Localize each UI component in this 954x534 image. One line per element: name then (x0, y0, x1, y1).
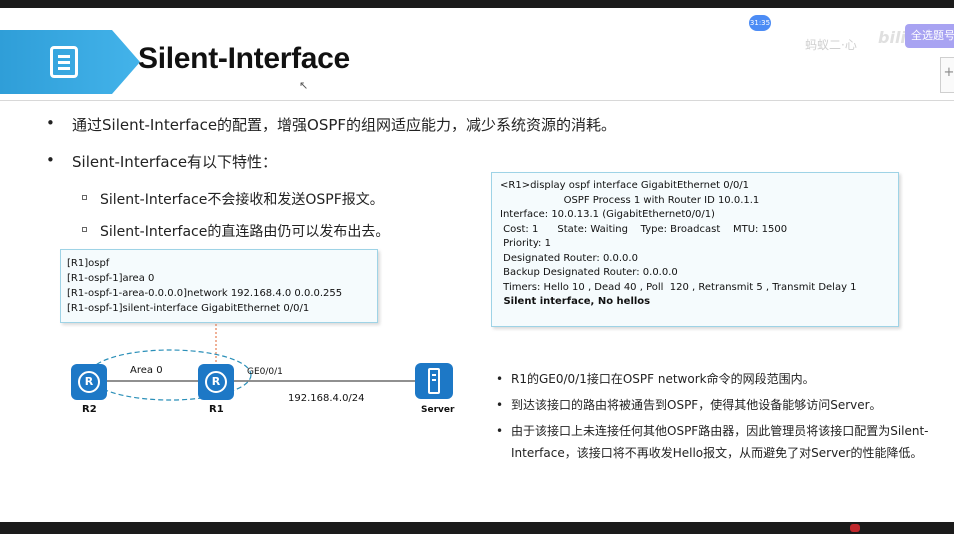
bullet-config-purpose: • 通过Silent-Interface的配置，增强OSPF的组网适应能力，减少… (46, 114, 617, 135)
notes-list: • R1的GE0/0/1接口在OSPF network命令的网段范围内。 • 到… (496, 368, 941, 464)
router-r1-icon[interactable]: R (198, 364, 234, 400)
sub-bullet-no-ospf: Silent-Interface不会接收和发送OSPF报文。 (82, 189, 384, 209)
display-output-box: <R1>display ospf interface GigabitEthern… (491, 172, 899, 327)
title-banner (0, 30, 140, 94)
config-line: [R1-ospf-1]silent-interface GigabitEther… (67, 303, 310, 314)
document-icon (50, 46, 78, 78)
app-logo-icon (850, 524, 860, 532)
port-label: GE0/0/1 (247, 367, 283, 377)
sub-bullet-direct-route: Silent-Interface的直连路由仍可以发布出去。 (82, 221, 390, 241)
title-divider (0, 100, 954, 101)
area-label: Area 0 (130, 365, 163, 376)
bullet-text: 通过Silent-Interface的配置，增强OSPF的组网适应能力，减少系统… (72, 116, 617, 134)
output-line: Priority: 1 (500, 238, 551, 249)
window-top-bar (0, 0, 954, 8)
output-line: Backup Designated Router: 0.0.0.0 (500, 267, 678, 278)
config-line: [R1-ospf-1-area-0.0.0.0]network 192.168.… (67, 288, 343, 299)
watermark-text: 蚂蚁二·心 (805, 38, 857, 52)
bullet-dot-icon: • (46, 151, 55, 169)
output-line-silent: Silent interface, No hellos (500, 296, 651, 307)
window-bottom-bar (0, 522, 954, 534)
bullet-text: Silent-Interface有以下特性： (72, 153, 278, 171)
bullet-features: • Silent-Interface有以下特性： (46, 151, 278, 172)
server-icon[interactable] (415, 363, 453, 399)
config-line: [R1-ospf-1]area 0 (67, 273, 155, 284)
square-bullet-icon (82, 227, 87, 232)
slide-title: Silent-Interface (138, 42, 350, 75)
network-label: 192.168.4.0/24 (288, 393, 365, 404)
timer-badge[interactable]: 31:35 (749, 15, 771, 31)
note-item: • 由于该接口上未连接任何其他OSPF路由器，因此管理员将该接口配置为Silen… (496, 420, 931, 464)
square-bullet-icon (82, 195, 87, 200)
config-line: [R1]ospf (67, 258, 110, 269)
output-line: Timers: Hello 10 , Dead 40 , Poll 120 , … (500, 281, 857, 293)
watermark-logo: bili (878, 28, 906, 47)
bullet-dot-icon: • (46, 114, 55, 132)
server-label: Server (421, 405, 455, 415)
sub-bullet-text: Silent-Interface的直连路由仍可以发布出去。 (100, 224, 390, 240)
select-question-button[interactable]: 全选题号 (905, 24, 954, 48)
r1-label: R1 (209, 404, 224, 415)
output-line: Cost: 1 State: Waiting Type: Broadcast M… (500, 223, 788, 235)
output-line: Interface: 10.0.13.1 (GigabitEthernet0/0… (500, 209, 715, 220)
mouse-cursor-icon: ↖ (299, 79, 309, 92)
sub-bullet-text: Silent-Interface不会接收和发送OSPF报文。 (100, 192, 384, 208)
output-line: Designated Router: 0.0.0.0 (500, 252, 638, 264)
config-command-box: [R1]ospf [R1-ospf-1]area 0 [R1-ospf-1-ar… (60, 249, 378, 323)
note-item: • R1的GE0/0/1接口在OSPF network命令的网段范围内。 (496, 368, 941, 390)
output-line: OSPF Process 1 with Router ID 10.0.1.1 (500, 194, 760, 206)
output-line: <R1>display ospf interface GigabitEthern… (500, 180, 750, 191)
note-item: • 到达该接口的路由将被通告到OSPF，使得其他设备能够访问Server。 (496, 394, 941, 416)
side-expand-tab[interactable]: + (940, 57, 954, 93)
bullet-dot-icon: • (496, 424, 504, 438)
bullet-dot-icon: • (496, 372, 504, 386)
r2-label: R2 (82, 404, 97, 415)
bullet-dot-icon: • (496, 398, 504, 412)
router-r2-icon[interactable]: R (71, 364, 107, 400)
